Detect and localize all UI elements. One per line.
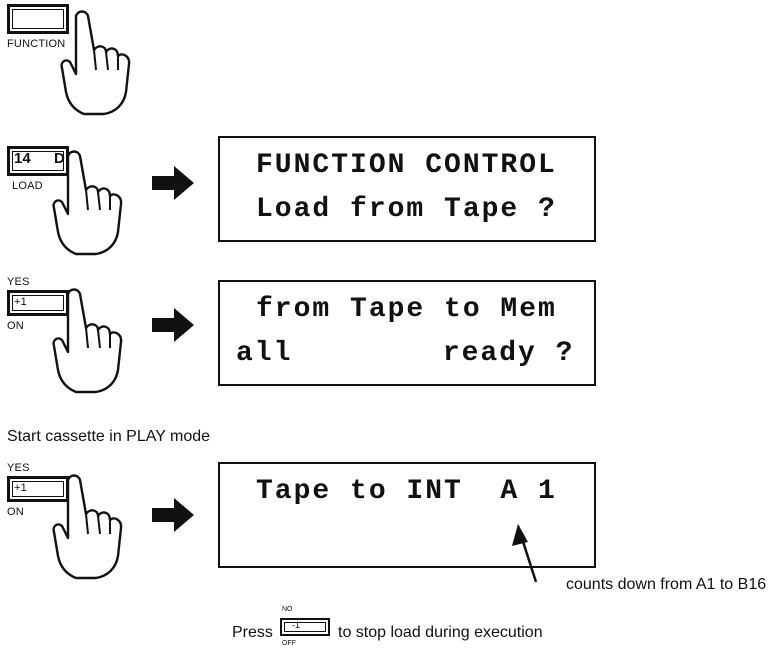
function-key-label: FUNCTION [7,38,66,50]
lcd-display-2: from Tape to Mem all ready ? [218,280,596,386]
lcd-line-1: FUNCTION CONTROL [256,150,557,181]
load-key-number: 14 [14,150,31,167]
load-key[interactable] [7,146,69,176]
no-label: NO [282,606,293,613]
yes-label: YES [7,276,30,288]
load-key-suffix: D [54,150,65,167]
load-key-label: LOAD [12,180,43,192]
off-label: OFF [282,640,296,647]
up-arrow-icon [512,524,538,583]
yes-key[interactable] [7,290,69,316]
yes-key-text: +1 [14,296,27,308]
yes-label: YES [7,462,30,474]
right-arrow-icon [152,308,194,342]
no-key[interactable] [280,618,330,636]
lcd-line-2: Load from Tape ? [256,194,557,225]
stop-load-text: to stop load during execution [338,624,543,641]
on-label: ON [7,320,24,332]
lcd-line-1: Tape to INT A 1 [256,476,557,507]
right-arrow-icon [152,498,194,532]
right-arrow-icon [152,166,194,200]
pointing-hand-icon [52,150,123,256]
no-key-text: -1 [292,620,301,630]
lcd-line-2: all ready ? [236,338,575,369]
lcd-display-1: FUNCTION CONTROL Load from Tape ? [218,136,596,242]
pointing-hand-icon [52,288,123,394]
cassette-instruction: Start cassette in PLAY mode [7,428,211,445]
yes-key-text: +1 [14,482,27,494]
pointing-hand-icon [60,10,131,116]
lcd-display-3: Tape to INT A 1 [218,462,596,568]
yes-key[interactable] [7,476,69,502]
countdown-annotation: counts down from A1 to B16 [566,576,767,593]
function-key[interactable] [7,4,69,34]
lcd-line-1: from Tape to Mem [256,294,557,325]
press-text: Press [232,624,273,641]
pointing-hand-icon [52,474,123,580]
on-label: ON [7,506,24,518]
